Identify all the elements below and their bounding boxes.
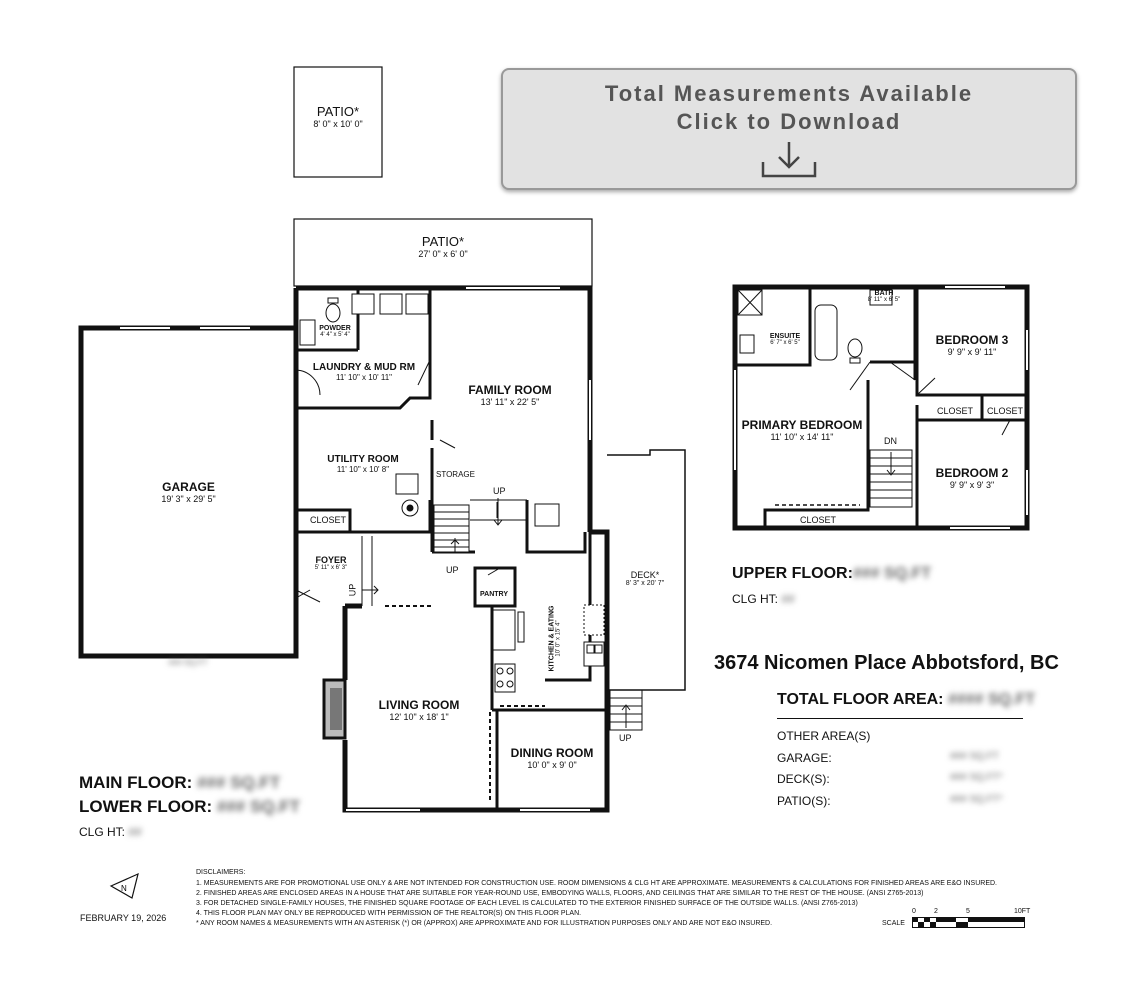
stair-dn-label: DN xyxy=(884,436,897,446)
main-stairs xyxy=(433,499,527,553)
main-floor-label: MAIN FLOOR: ### SQ.FT xyxy=(79,773,281,792)
stair-up-label-3: UP xyxy=(347,583,358,597)
scale-tick-5: 5 xyxy=(966,908,970,915)
garage-area-value: ### SQ.FT xyxy=(950,751,999,762)
closet-main-label: CLOSET xyxy=(310,515,347,525)
deck-stairs xyxy=(609,689,643,731)
download-icon xyxy=(761,142,817,178)
scale-tick-10: 10FT xyxy=(1014,908,1031,915)
download-line-2: Click to Download xyxy=(676,109,902,134)
utility-room-label: UTILITY ROOM 11' 10" x 10' 8" xyxy=(327,454,399,474)
foyer-label: FOYER 5' 11" x 6' 3" xyxy=(314,555,348,571)
dining-room-label: DINING ROOM 10' 0" x 9' 0" xyxy=(510,746,594,770)
disclaimer-1: 1. MEASUREMENTS ARE FOR PROMOTIONAL USE … xyxy=(196,880,997,887)
other-areas-label: OTHER AREA(S) xyxy=(777,729,871,743)
address: 3674 Nicomen Place Abbotsford, BC xyxy=(714,652,1059,674)
deck-label: DECK* 8' 3" x 20' 7" xyxy=(625,570,665,587)
total-floor-area: TOTAL FLOOR AREA: #### SQ.FT xyxy=(777,691,1036,708)
bath-label: BATH 8' 11" x 6' 5" xyxy=(867,290,901,303)
bedroom2-label: BEDROOM 2 9' 9" x 9' 3" xyxy=(935,466,1009,490)
stair-up-label-4: UP xyxy=(619,733,632,743)
patio-area-value: ### SQ.FT* xyxy=(950,794,1003,805)
scale-bar xyxy=(912,917,1025,928)
stair-up-label-1: UP xyxy=(493,486,506,496)
disclaimer-5: * ANY ROOM NAMES & MEASUREMENTS WITH AN … xyxy=(196,920,773,927)
closet-up-1-label: CLOSET xyxy=(937,406,974,416)
disclaimer-4: 4. THIS FLOOR PLAN MAY ONLY BE REPRODUCE… xyxy=(196,910,582,917)
garage-area: ### SQ.FT xyxy=(168,658,208,667)
deck-outline xyxy=(607,449,686,691)
scale-tick-2: 2 xyxy=(934,908,938,915)
upper-clg-ht: CLG HT: ## xyxy=(732,592,795,606)
download-button[interactable]: Total Measurements Available Click to Do… xyxy=(501,68,1077,190)
upper-floor-plan xyxy=(732,284,1030,531)
powder-label: POWDER 4' 4" x 5' 4" xyxy=(319,325,351,338)
disclaimer-2: 2. FINISHED AREAS ARE ENCLOSED AREAS IN … xyxy=(196,890,924,897)
patio-large-label: PATIO* 27' 0" x 6' 0" xyxy=(418,234,468,259)
deck-area-label: DECK(S): xyxy=(777,772,830,786)
lower-floor-label: LOWER FLOOR: ### SQ.FT xyxy=(79,797,301,816)
stair-up-label-2: UP xyxy=(446,565,459,575)
upper-floor-label: UPPER FLOOR:### SQ.FT xyxy=(732,565,932,582)
primary-bedroom-label: PRIMARY BEDROOM 11' 10" x 14' 11" xyxy=(741,418,863,442)
north-label: N xyxy=(121,884,127,893)
scale-tick-0: 0 xyxy=(912,908,916,915)
closet-up-3-label: CLOSET xyxy=(800,515,837,525)
storage-label: STORAGE xyxy=(436,470,475,479)
living-room-label: LIVING ROOM 12' 10" x 18' 1" xyxy=(378,698,460,722)
bedroom3-label: BEDROOM 3 9' 9" x 9' 11" xyxy=(935,333,1009,357)
garage-label: GARAGE 19' 3" x 29' 5" xyxy=(161,480,216,504)
disclaimer-3: 3. FOR DETACHED SINGLE-FAMILY HOUSES, TH… xyxy=(196,900,858,907)
main-floor-plan xyxy=(78,66,686,813)
plan-date: FEBRUARY 19, 2026 xyxy=(80,913,167,923)
ensuite-label: ENSUITE 6' 7" x 6' 5" xyxy=(769,333,801,346)
north-arrow-icon: N xyxy=(109,872,139,899)
laundry-label: LAUNDRY & MUD RM 11' 10" x 10' 11" xyxy=(312,362,416,382)
interior-walls xyxy=(296,290,607,810)
family-room-label: FAMILY ROOM 13' 11" x 22' 5" xyxy=(468,383,552,407)
kitchen-fixtures xyxy=(492,503,605,693)
patio-small-outline xyxy=(293,66,383,178)
patio-area-label: PATIO(S): xyxy=(777,794,831,808)
totals-divider xyxy=(777,718,1023,719)
pantry-label: PANTRY xyxy=(480,591,508,598)
house-walls xyxy=(293,285,610,813)
kitchen-label: KITCHEN & EATING 10' 0" x 15' 4" xyxy=(548,605,562,672)
disclaimer-title: DISCLAIMERS: xyxy=(196,869,246,876)
closet-up-2-label: CLOSET xyxy=(987,406,1024,416)
garage-area-label: GARAGE: xyxy=(777,751,832,765)
main-clg-ht: CLG HT: ## xyxy=(79,825,142,839)
laundry-fixtures xyxy=(299,293,429,346)
deck-area-value: ### SQ.FT* xyxy=(950,772,1003,783)
scale-label: SCALE xyxy=(882,920,905,927)
patio-small-label: PATIO* 8' 0" x 10' 0" xyxy=(313,104,363,129)
download-line-1: Total Measurements Available xyxy=(604,81,974,106)
